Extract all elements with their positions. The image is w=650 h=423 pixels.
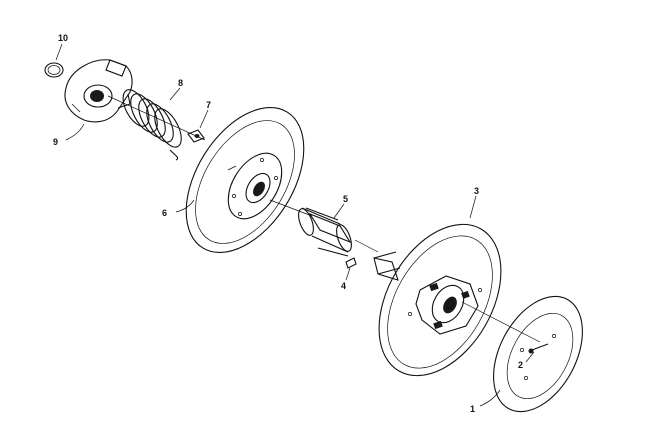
callout-2: 2: [518, 360, 523, 370]
leader-lines: [55, 43, 535, 407]
outer-cover-plate: [493, 295, 583, 413]
callout-9: 9: [53, 137, 58, 147]
callout-4: 4: [341, 281, 346, 291]
bushing-tube: [298, 207, 352, 257]
fixed-sheave: [373, 223, 502, 377]
callout-3: 3: [474, 186, 479, 196]
retaining-ring: [44, 62, 64, 78]
callout-5: 5: [343, 194, 348, 204]
callout-10: 10: [58, 33, 68, 43]
callout-6: 6: [162, 208, 167, 218]
movable-sheave: [185, 106, 305, 254]
spring-clip: [187, 129, 205, 143]
key-pin: [345, 257, 357, 269]
callout-7: 7: [206, 100, 211, 110]
cover-bolt: [528, 343, 549, 354]
spider-cover: [64, 59, 133, 123]
coil-spring: [122, 89, 182, 161]
callout-labels: 10 8 7 9 6 5 4 3 2 1: [53, 33, 523, 414]
callout-8: 8: [178, 78, 183, 88]
callout-1: 1: [470, 404, 475, 414]
